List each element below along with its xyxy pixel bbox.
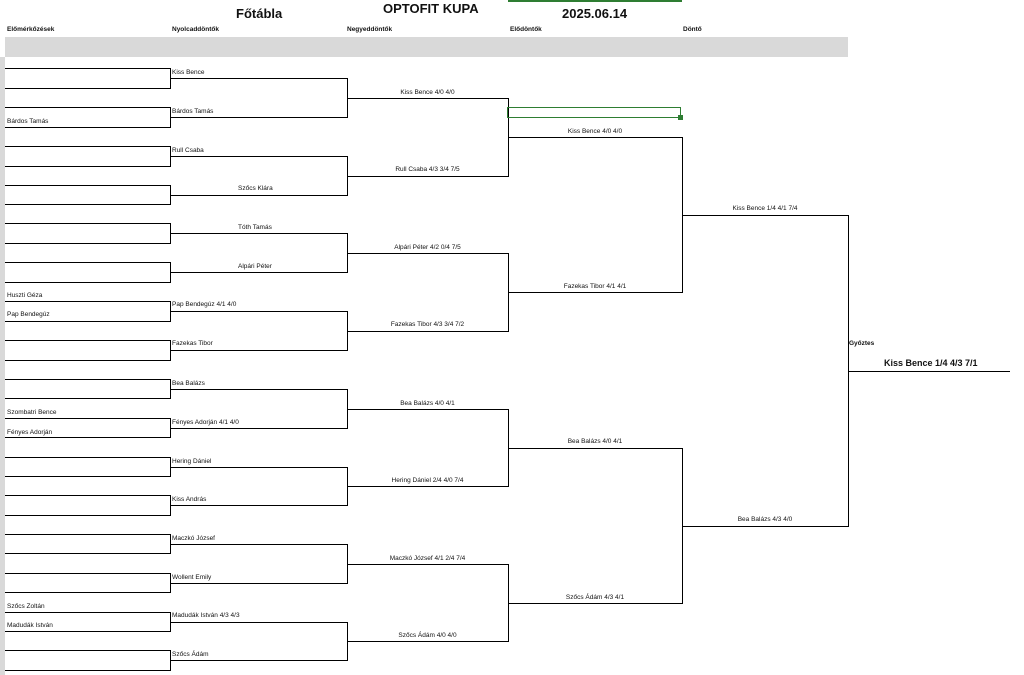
sf-result: Fazekas Tibor 4/1 4/1 [563,283,627,290]
prelim-player: Madudák István [7,622,53,629]
r16-entry: Pap Bendegúz 4/1 4/0 [172,301,237,308]
col-header-prelim: Előmérkőzések [7,26,55,33]
r16-entry: Szőcs Klára [238,185,273,192]
prelim-player: Pap Bendegúz [7,311,50,318]
r16-entry: Madudák István 4/3 4/3 [172,612,240,619]
r16-entry: Fényes Adorján 4/1 4/0 [172,419,239,426]
final-result: Kiss Bence 1/4 4/1 7/4 [732,205,798,212]
winner-label: Győztes [849,340,875,347]
r16-entry: Bárdos Tamás [172,108,214,115]
sf-result: Bea Balázs 4/0 4/1 [567,438,623,445]
qf-result: Hering Dániel 2/4 4/0 7/4 [391,477,464,484]
final-result: Bea Balázs 4/3 4/0 [737,516,793,523]
selected-cell[interactable] [507,107,681,118]
r16-entry: Rull Csaba [172,147,204,154]
r16-entry: Tóth Tamás [238,224,272,231]
r16-entry: Kiss András [172,496,207,503]
qf-result: Szőcs Ádám 4/0 4/0 [398,632,457,639]
r16-entry: Alpári Péter [238,263,272,270]
prelim-player: Huszti Géza [7,292,43,299]
col-header-sf: Elődöntők [510,26,542,33]
prelim-player: Bárdos Tamás [7,118,49,125]
r16-entry: Bea Balázs [172,380,205,387]
r16-entry: Fazekas Tibor [172,340,213,347]
qf-result: Bea Balázs 4/0 4/1 [400,400,455,407]
r16-entry: Hering Dániel [172,458,212,465]
left-margin-strip [0,57,5,675]
sf-result: Szőcs Ádám 4/3 4/1 [565,594,625,601]
r16-entry: Wollent Emily [172,574,212,581]
column-selection-indicator [508,0,682,2]
qf-result: Alpári Péter 4/2 0/4 7/5 [394,244,461,251]
prelim-player: Fényes Adorján [7,429,53,436]
cup-title: OPTOFIT KUPA [383,1,479,16]
prelim-player: Szombatri Bence [7,409,57,416]
prelim-player: Szőcs Zoltán [7,603,45,610]
r16-entry: Szőcs Ádám [172,651,209,658]
qf-result: Maczkó József 4/1 2/4 7/4 [389,555,466,562]
qf-result: Kiss Bence 4/0 4/0 [400,89,455,96]
col-header-qf: Negyeddöntők [347,26,393,33]
col-header-r16: Nyolcaddöntők [172,26,219,33]
main-draw-title: Főtábla [236,6,283,21]
fill-handle[interactable] [678,115,683,120]
r16-entry: Maczkó József [172,535,215,542]
col-header-final: Döntő [683,26,702,33]
qf-result: Fazekas Tibor 4/3 3/4 7/2 [390,321,465,328]
r16-entry: Kiss Bence [172,69,205,76]
date-label: 2025.06.14 [562,6,628,21]
header-band [5,37,848,57]
winner-value: Kiss Bence 1/4 4/3 7/1 [884,358,978,368]
qf-result: Rull Csaba 4/3 3/4 7/5 [395,166,460,173]
sf-result: Kiss Bence 4/0 4/0 [567,128,623,135]
